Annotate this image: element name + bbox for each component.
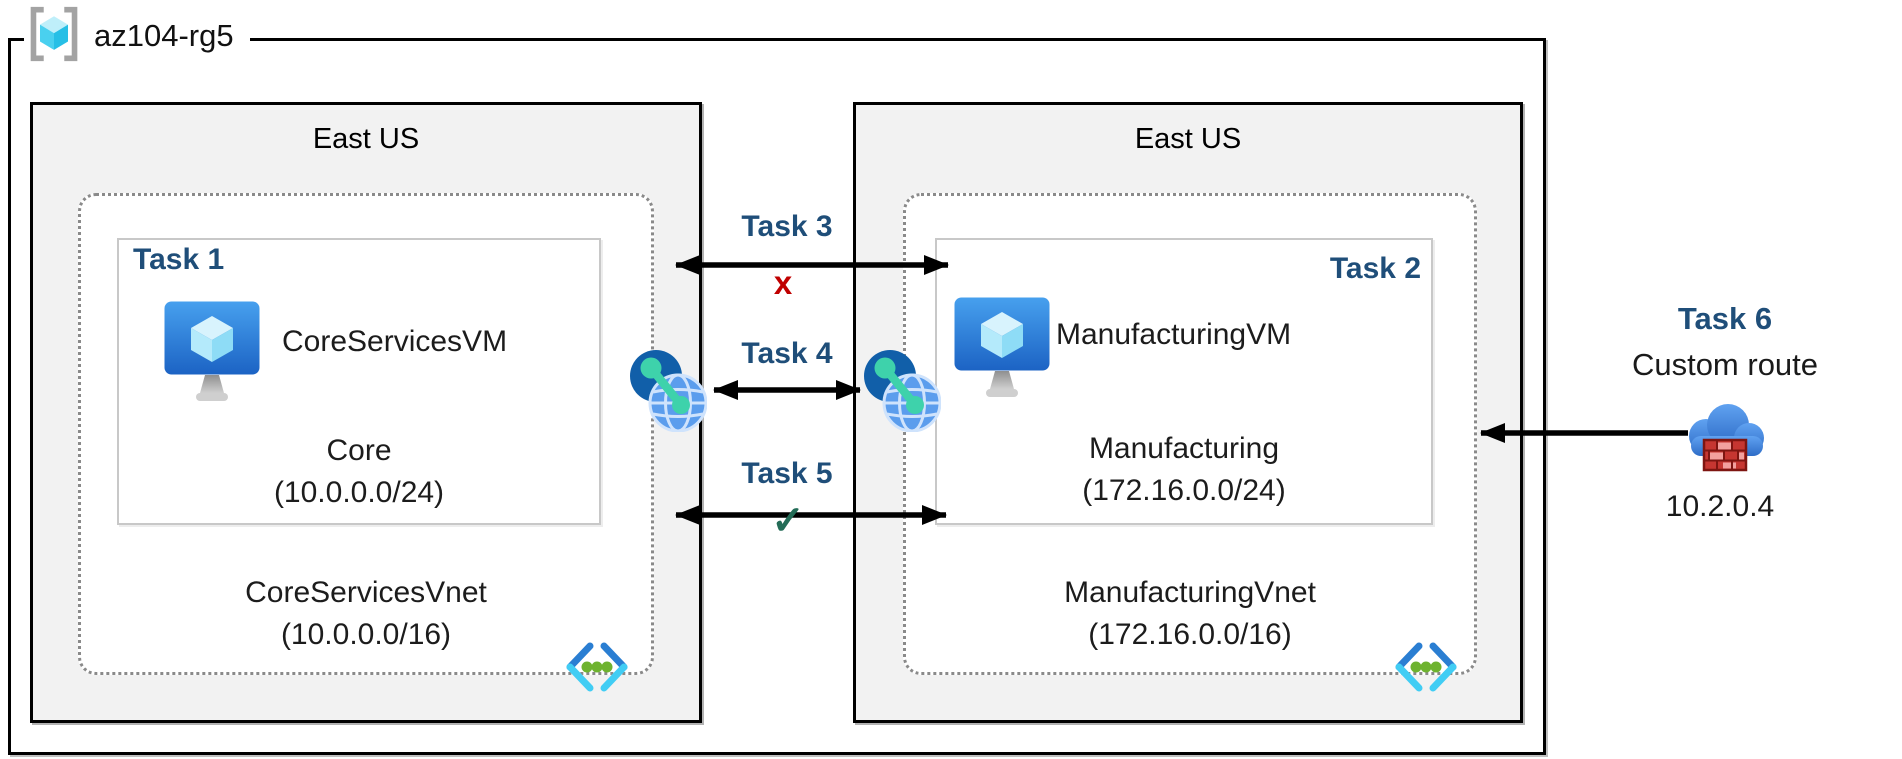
vnet-caption-coreservices: CoreServicesVnet (10.0.0.0/16) [78,572,654,656]
connectivity-blocked-mark: x [773,264,793,301]
vm-icon-coreservices [163,300,261,409]
resource-group-name: az104-rg5 [94,18,234,53]
nva-firewall-cloud-icon [1676,394,1774,485]
vnet-peering-icon-left [629,348,708,437]
vm-icon-manufacturing [953,296,1051,405]
vnet-name-coreservices: CoreServicesVnet [245,576,487,609]
task6-ip: 10.2.0.4 [1665,490,1775,523]
task5-label: Task 5 [741,457,833,490]
subnet-name-manufacturing: Manufacturing [1088,432,1280,465]
subnet-caption-manufacturing: Manufacturing (172.16.0.0/24) [935,428,1433,512]
task6-sublabel: Custom route [1631,347,1819,382]
vnet-icon-coreservices [563,642,631,697]
resource-group-icon [26,4,82,69]
task2-label: Task 2 [1329,252,1421,285]
connectivity-allowed-mark: ✓ [771,499,805,543]
subnet-box-manufacturing [935,238,1433,525]
task4-label: Task 4 [741,337,833,370]
resource-group-label: az104-rg5 [24,6,250,66]
region-label-right: East US [1134,123,1242,155]
vnet-icon-manufacturing [1392,642,1460,697]
task6-label: Task 6 [1677,301,1773,336]
vm-name-coreservices: CoreServicesVM [282,325,508,358]
subnet-cidr-core: (10.0.0.0/24) [273,476,445,509]
subnet-cidr-manufacturing: (172.16.0.0/24) [1082,474,1286,507]
subnet-caption-core: Core (10.0.0.0/24) [117,430,601,514]
region-label-left: East US [312,123,420,155]
vnet-cidr-coreservices: (10.0.0.0/16) [280,618,452,651]
vm-name-manufacturing: ManufacturingVM [1056,318,1292,351]
subnet-box-core [117,238,601,525]
vnet-name-manufacturing: ManufacturingVnet [1064,576,1316,609]
task1-label: Task 1 [133,243,225,276]
task3-label: Task 3 [741,210,833,243]
vnet-caption-manufacturing: ManufacturingVnet (172.16.0.0/16) [903,572,1477,656]
vnet-cidr-manufacturing: (172.16.0.0/16) [1088,618,1292,651]
subnet-name-core: Core [326,434,392,467]
vnet-peering-icon-right [863,348,942,437]
